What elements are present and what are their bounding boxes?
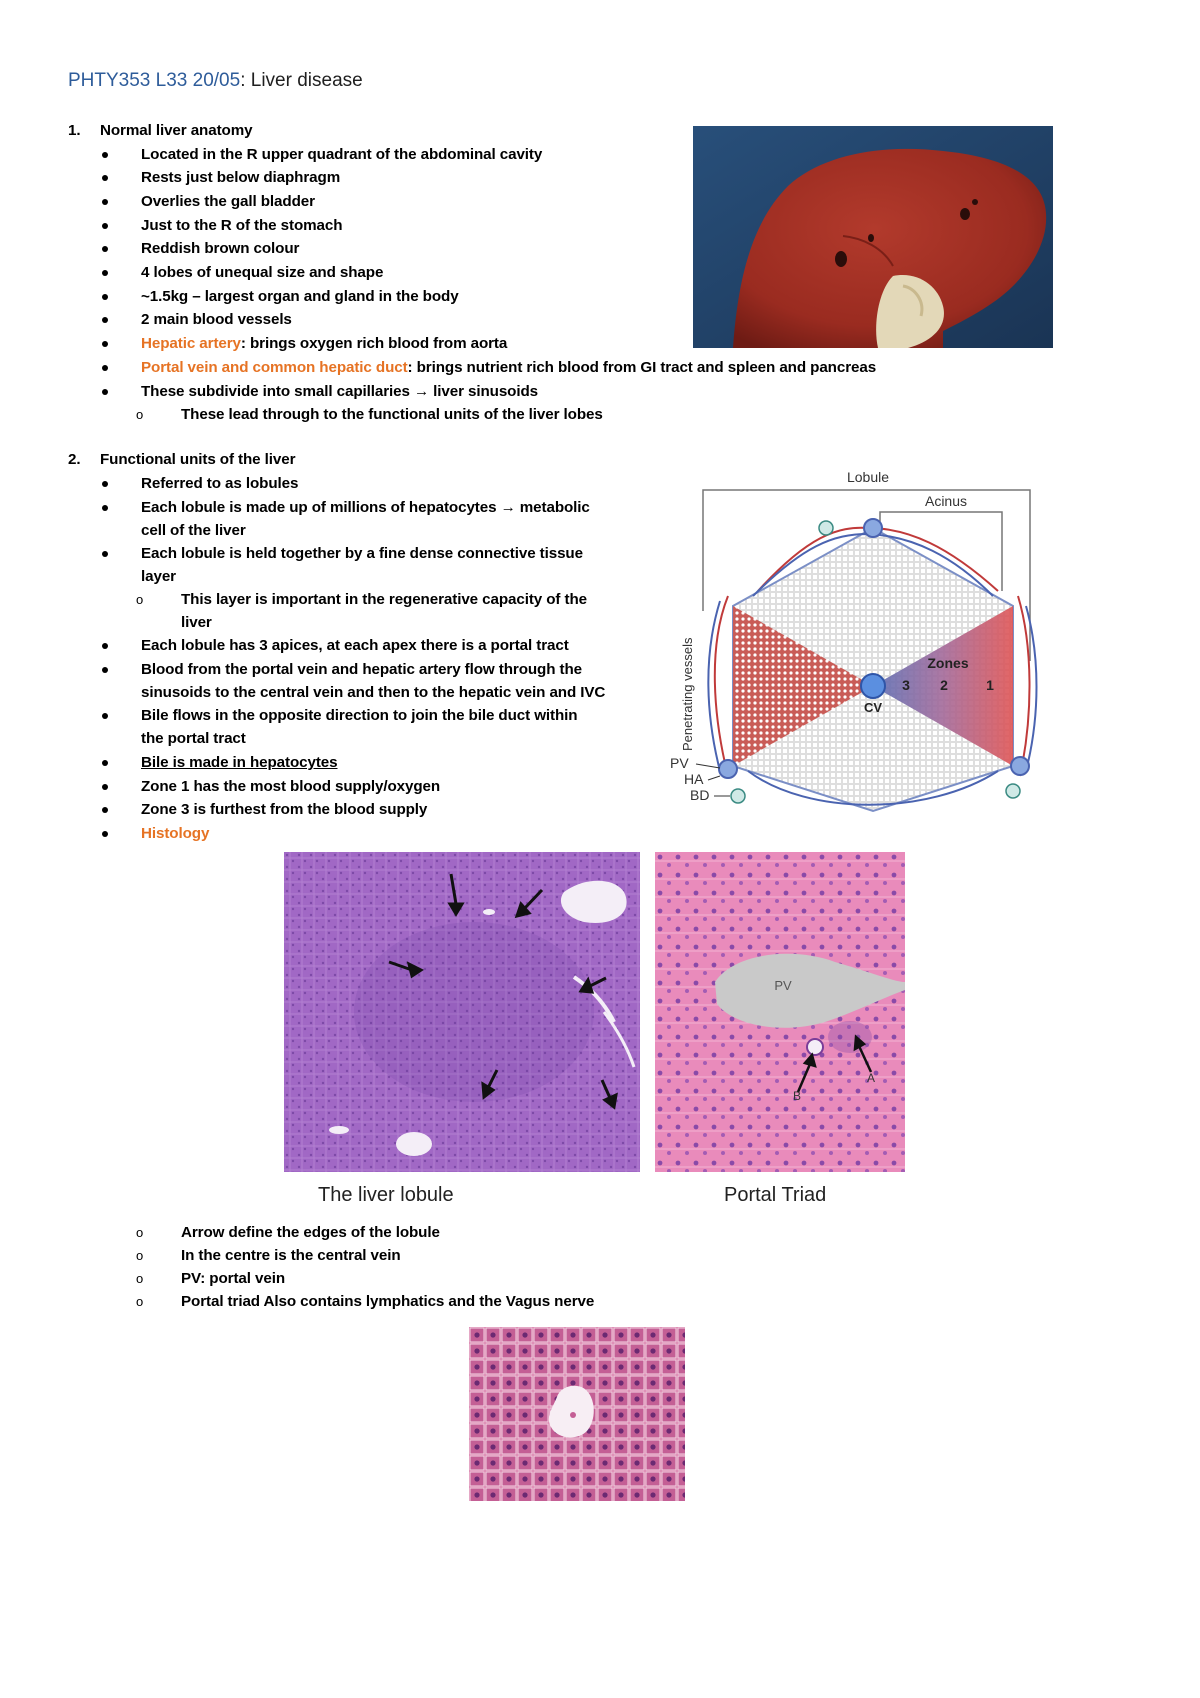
sub-bullet-icon: o (136, 1271, 144, 1286)
lobule-diagram-svg: Lobule Acinus Zones 3 2 1 CV Penetrating… (670, 469, 1038, 813)
note-1: Arrow define the edges of the lobule (181, 1224, 440, 1241)
sub-bullet-icon: o (136, 407, 144, 422)
diagram-lobule-label: Lobule (847, 469, 889, 485)
s1-bullet-4: Just to the R of the stomach (141, 217, 343, 234)
s2-bullet-2a: Each lobule is made up of millions of he… (141, 499, 590, 516)
section1-number: 1. (68, 122, 81, 139)
s1-bullet-1: Located in the R upper quadrant of the a… (141, 146, 543, 163)
s2-bullet-1: Referred to as lobules (141, 475, 299, 492)
s1-bullet-3: Overlies the gall bladder (141, 193, 315, 210)
bullet-icon (102, 199, 108, 205)
bullet-icon (102, 481, 108, 487)
diagram-penetrating-label: Penetrating vessels (680, 637, 695, 751)
sub-bullet-icon: o (136, 592, 144, 607)
s2-sub-3b: liver (181, 614, 212, 631)
histology-lobule-caption: The liver lobule (318, 1184, 454, 1206)
sub-bullet-icon: o (136, 1248, 144, 1263)
lobule-diagram: Lobule Acinus Zones 3 2 1 CV Penetrating… (668, 466, 1048, 828)
s1-bullet-5: Reddish brown colour (141, 240, 300, 257)
section2-number: 2. (68, 451, 81, 468)
bullet-icon (102, 317, 108, 323)
bullet-icon (102, 152, 108, 158)
diagram-zone3: 3 (902, 677, 910, 693)
bullet-icon (102, 365, 108, 371)
liver-photo-svg (693, 126, 1053, 348)
histology-lobule-svg (284, 852, 640, 1172)
bullet-icon (102, 667, 108, 673)
portal-vein-label: Portal vein and common hepatic duct (141, 359, 408, 376)
diagram-pv-label: PV (670, 755, 689, 771)
bullet-icon (102, 246, 108, 252)
diagram-zone2: 2 (940, 677, 948, 693)
bullet-icon (102, 807, 108, 813)
bullet-icon (102, 223, 108, 229)
s2-bullet-9: Zone 3 is furthest from the blood supply (141, 801, 428, 818)
s1-bullet-7: ~1.5kg – largest organ and gland in the … (141, 288, 459, 305)
s2-bullet-6a: Bile flows in the opposite direction to … (141, 707, 578, 724)
bullet-icon (102, 551, 108, 557)
bullet-icon (102, 831, 108, 837)
s2-bullet-5b: sinusoids to the central vein and then t… (141, 684, 606, 701)
s2-bullet-6b: the portal tract (141, 730, 246, 747)
triad-pv-label: PV (774, 978, 792, 993)
note-3: PV: portal vein (181, 1270, 285, 1287)
sub-bullet-icon: o (136, 1225, 144, 1240)
bullet-icon (102, 713, 108, 719)
section2-heading: Functional units of the liver (100, 451, 296, 468)
diagram-acinus-label: Acinus (925, 493, 967, 509)
triad-b-label: B (793, 1089, 801, 1103)
bullet-icon (102, 643, 108, 649)
s1-portal-vein: Portal vein and common hepatic duct: bri… (141, 359, 876, 377)
s1-hepatic-artery: Hepatic artery: brings oxygen rich blood… (141, 335, 507, 353)
section1-heading: Normal liver anatomy (100, 122, 253, 139)
bullet-icon (102, 270, 108, 276)
s2-bullet-5a: Blood from the portal vein and hepatic a… (141, 661, 583, 678)
s2-sub-3a: This layer is important in the regenerat… (181, 591, 587, 608)
s2-bullet-3b: layer (141, 568, 176, 585)
bullet-icon (102, 760, 108, 766)
s1-bullet-6: 4 lobes of unequal size and shape (141, 264, 384, 281)
bullet-icon (102, 175, 108, 181)
bullet-icon (102, 505, 108, 511)
liver-photo (693, 126, 1053, 348)
histology-lobule-image (284, 852, 640, 1172)
central-vein-svg (469, 1327, 685, 1501)
diagram-bd-label: BD (690, 787, 709, 803)
central-vein-histology-image (469, 1327, 685, 1501)
lecture-topic: Liver disease (245, 70, 363, 91)
hepatic-artery-desc: : brings oxygen rich blood from aorta (240, 335, 508, 352)
s2-bullet-7: Bile is made in hepatocytes (141, 754, 338, 771)
histology-triad-svg: PV B A (655, 852, 905, 1172)
bullet-icon (102, 784, 108, 790)
note-4: Portal triad Also contains lymphatics an… (181, 1293, 595, 1310)
hepatic-artery-label: Hepatic artery (141, 335, 241, 352)
s2-bullet-histology: Histology (141, 825, 210, 842)
bullet-icon (102, 341, 108, 347)
sub-bullet-icon: o (136, 1294, 144, 1309)
s2-bullet-4: Each lobule has 3 apices, at each apex t… (141, 637, 569, 654)
histology-portal-triad-image: PV B A (655, 852, 905, 1172)
s1-bullet-2: Rests just below diaphragm (141, 169, 341, 186)
s2-bullet-8: Zone 1 has the most blood supply/oxygen (141, 778, 441, 795)
triad-a-label: A (867, 1071, 875, 1085)
s2-bullet-3a: Each lobule is held together by a fine d… (141, 545, 583, 562)
course-code: PHTY353 L33 20/05 (68, 70, 241, 91)
bullet-icon (102, 389, 108, 395)
note-2: In the centre is the central vein (181, 1247, 401, 1264)
s1-sub-bullet: These lead through to the functional uni… (181, 406, 603, 423)
s1-bullet-8: 2 main blood vessels (141, 311, 292, 328)
title-separator: : (240, 70, 246, 91)
diagram-ha-label: HA (684, 771, 704, 787)
page-title: PHTY353 L33 20/05: Liver disease (68, 70, 363, 92)
s1-bullet-subdivide: These subdivide into small capillaries →… (141, 383, 539, 400)
diagram-cv-label: CV (864, 700, 882, 715)
bullet-icon (102, 294, 108, 300)
diagram-zones-label: Zones (927, 655, 968, 671)
s2-bullet-2b: cell of the liver (141, 522, 246, 539)
histology-triad-caption: Portal Triad (724, 1184, 827, 1206)
portal-vein-desc: : brings nutrient rich blood from GI tra… (407, 359, 877, 376)
diagram-zone1: 1 (986, 677, 994, 693)
